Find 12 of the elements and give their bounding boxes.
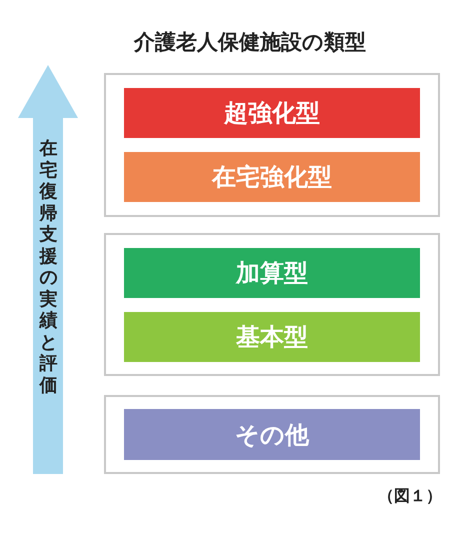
- category-bar: 加算型: [124, 248, 420, 298]
- title: 介護老人保健施設の類型: [132, 29, 367, 56]
- caption: （図１）: [377, 486, 443, 507]
- category-bar: その他: [124, 409, 420, 460]
- group-box: [104, 233, 440, 376]
- up-arrow: [18, 65, 78, 474]
- arrow-label: 在宅復帰支援の実績と評価: [39, 138, 58, 396]
- category-bar: 超強化型: [124, 88, 420, 138]
- group-box: [104, 395, 440, 474]
- category-bar: 在宅強化型: [124, 152, 420, 202]
- group-box: [104, 73, 440, 217]
- category-bar: 基本型: [124, 312, 420, 362]
